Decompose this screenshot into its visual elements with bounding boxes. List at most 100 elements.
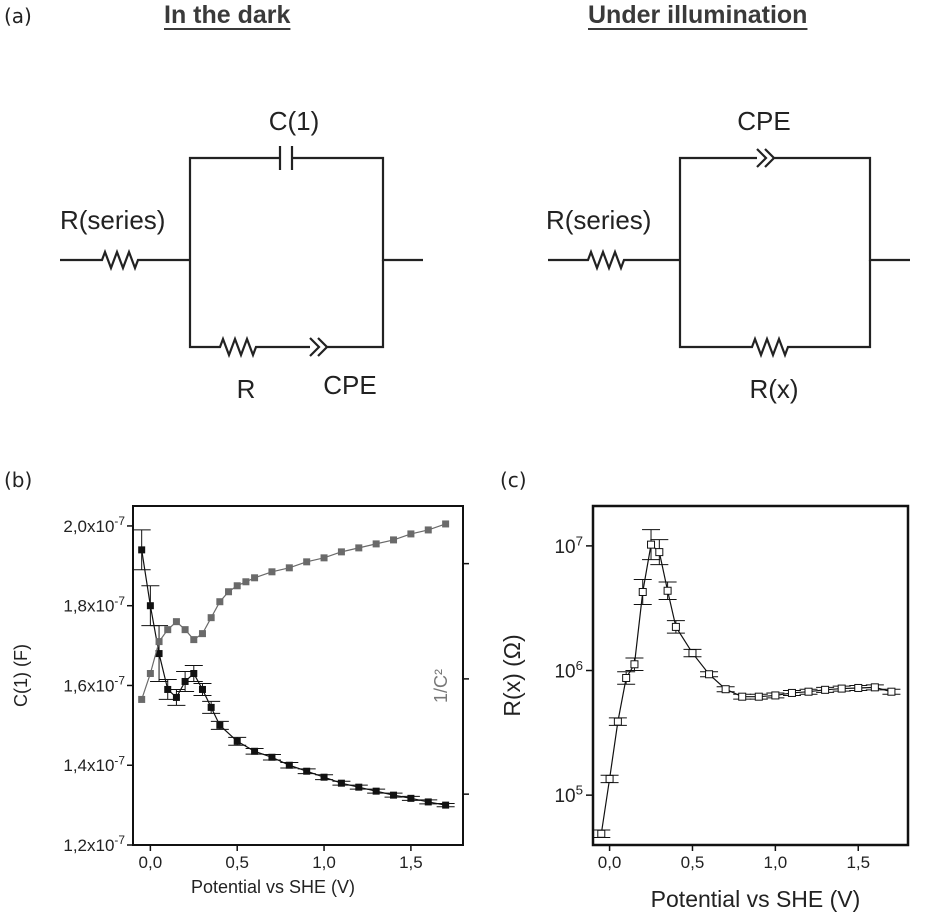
data-point-b-1 [190, 636, 198, 644]
light-wire-top [678, 148, 910, 262]
plot-frame-c [591, 504, 910, 847]
data-point-b-1 [372, 540, 380, 548]
x-tick-label-c: 1,5 [846, 853, 870, 872]
data-point-b-0 [390, 791, 398, 799]
data-point-b-1 [268, 568, 276, 576]
data-point-b-0 [172, 693, 180, 701]
series-line-b-0 [141, 549, 446, 806]
data-point-b-1 [181, 626, 189, 634]
light-wire-bottom [678, 260, 872, 359]
data-point-b-0 [233, 737, 241, 745]
y-tick-label-b: 2,0x10-7 [63, 514, 125, 536]
data-point-b-1 [442, 520, 450, 528]
data-point-c [721, 685, 730, 694]
data-point-b-1 [303, 558, 311, 566]
data-point-c [655, 548, 664, 557]
data-point-c [630, 660, 639, 669]
x-axis-label-c: Potential vs SHE (V) [651, 886, 861, 912]
data-point-c [804, 687, 813, 696]
series-line-b-1 [141, 523, 446, 700]
data-point-c [597, 829, 606, 838]
label-rx: R(x) [749, 374, 798, 404]
data-point-b-0 [442, 801, 450, 809]
data-point-b-1 [138, 695, 146, 703]
data-point-b-0 [355, 783, 363, 791]
data-point-b-0 [190, 670, 198, 678]
x-tick-label-c: 0,0 [598, 853, 622, 872]
data-point-c [837, 684, 846, 693]
dark-circuit [60, 146, 423, 359]
data-point-c [622, 673, 631, 682]
data-point-b-0 [285, 761, 293, 769]
data-point-c [771, 691, 780, 700]
y-axis-label-c: R(x) (Ω) [499, 634, 525, 716]
dark-wire-top [188, 156, 423, 262]
data-point-c [638, 587, 647, 596]
data-point-b-1 [155, 638, 163, 646]
heading-dark: In the dark [164, 1, 291, 29]
y-tick-label-b: 1,4x10-7 [63, 753, 125, 775]
y2-axis-label-b: 1/C² [431, 669, 451, 703]
data-point-c [663, 586, 672, 595]
data-point-c [787, 688, 796, 697]
data-point-b-0 [146, 602, 154, 610]
dark-wire-bottom [188, 260, 385, 359]
data-point-b-1 [233, 582, 241, 590]
data-point-b-0 [268, 753, 276, 761]
data-point-b-0 [138, 546, 146, 554]
x-tick-label-c: 0,5 [681, 853, 705, 872]
x-tick-label-b: 1,5 [399, 853, 423, 872]
data-point-b-0 [337, 779, 345, 787]
heading-illumination: Under illumination [588, 1, 808, 29]
data-point-b-1 [207, 614, 215, 622]
data-point-b-0 [251, 747, 259, 755]
panel-label-b: (b) [4, 468, 33, 492]
x-tick-label-b: 0,0 [139, 853, 163, 872]
data-point-b-1 [337, 548, 345, 556]
y-axis-label-b: C(1) (F) [11, 644, 31, 707]
data-point-c [821, 685, 830, 694]
data-point-b-0 [207, 703, 215, 711]
dark-wire-left [60, 248, 190, 272]
y-tick-label-c: 106 [554, 658, 583, 683]
data-point-b-0 [407, 794, 415, 802]
data-point-b-0 [372, 787, 380, 795]
y-tick-label-c: 105 [554, 783, 583, 808]
data-point-b-0 [155, 650, 163, 658]
label-cpe-dark: CPE [323, 370, 376, 400]
panel-label-c: (c) [500, 468, 527, 492]
data-point-b-0 [198, 685, 206, 693]
data-point-c [613, 717, 622, 726]
data-point-b-0 [424, 798, 432, 806]
data-point-b-1 [390, 536, 398, 544]
data-point-b-0 [320, 773, 328, 781]
label-cpe-light: CPE [737, 106, 790, 136]
circuit-diagrams: C(1) R(series) R CPE CPE R(series) R(x) [60, 106, 910, 404]
capacitor-c1 [278, 146, 294, 170]
data-point-c [647, 540, 656, 549]
data-point-b-0 [303, 767, 311, 775]
data-point-b-1 [164, 626, 172, 634]
data-point-c [870, 683, 879, 692]
data-point-b-1 [198, 630, 206, 638]
label-rseries-light: R(series) [546, 205, 651, 235]
label-r: R [237, 374, 256, 404]
data-point-b-1 [355, 544, 363, 552]
label-rseries-dark: R(series) [60, 205, 165, 235]
data-point-b-1 [242, 578, 250, 586]
data-point-c [671, 622, 680, 631]
data-point-c [705, 670, 714, 679]
data-point-b-1 [424, 526, 432, 534]
y-tick-label-b: 1,6x10-7 [63, 674, 125, 696]
data-point-b-1 [285, 564, 293, 572]
y-tick-label-b: 1,8x10-7 [63, 594, 125, 616]
data-point-b-1 [320, 554, 328, 562]
x-axis-label-b: Potential vs SHE (V) [191, 877, 355, 897]
x-tick-label-b: 1,0 [312, 853, 336, 872]
data-point-b-1 [172, 618, 180, 626]
data-point-b-1 [216, 598, 224, 606]
plot-frame-b [132, 505, 464, 846]
